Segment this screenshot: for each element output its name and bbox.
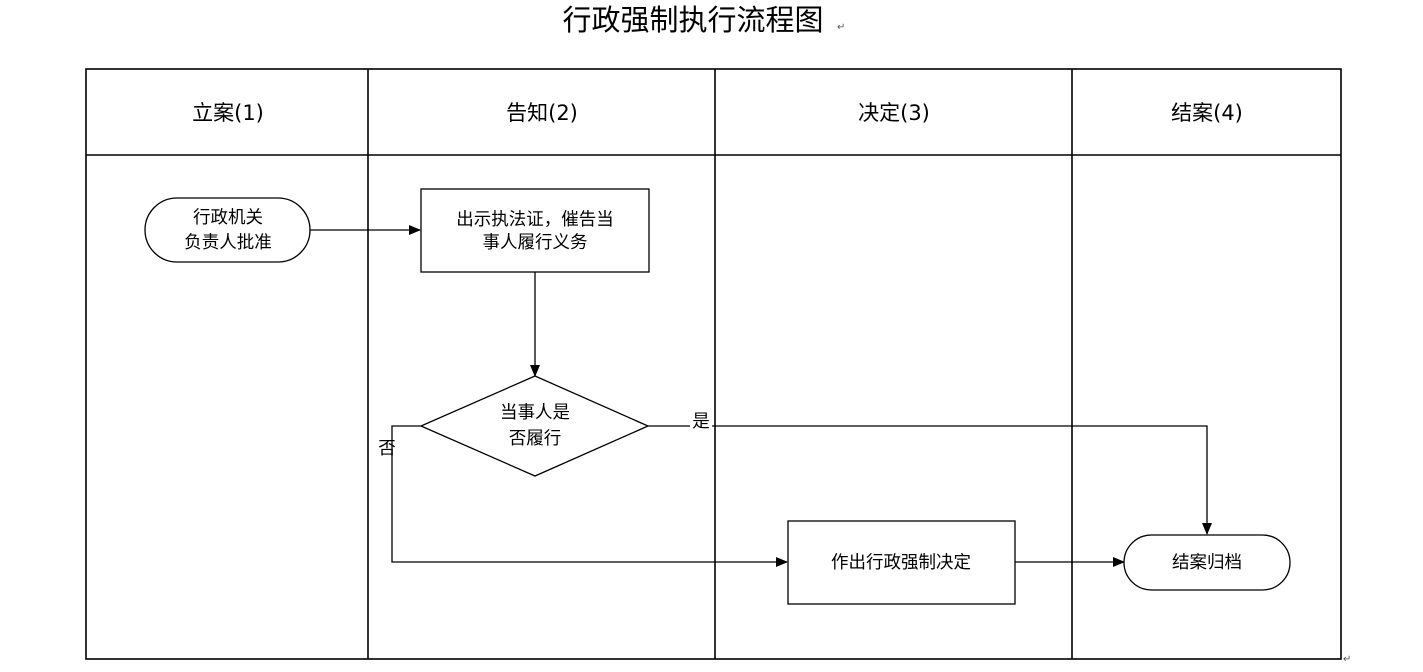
arrow-no-to-make-decision: [391, 425, 788, 567]
lane-header-closure: 结案(4): [1171, 101, 1243, 125]
paragraph-mark-bottom: ↵: [1343, 654, 1351, 665]
node-decision-line-1: 当事人是: [500, 403, 570, 423]
lane-header-decision: 决定(3): [858, 101, 930, 125]
terminator-shape: [1123, 534, 1291, 591]
process-shape: [787, 520, 1016, 605]
node-archive: 结案归档: [1123, 534, 1291, 591]
node-make-decision: 作出行政强制决定: [787, 520, 1016, 605]
node-archive-line-1: 结案归档: [1172, 553, 1242, 573]
node-approve-line-1: 行政机关: [193, 208, 263, 228]
node-notify: 出示执法证，催告当 事人履行义务: [420, 188, 650, 273]
edge-label-no: 否: [378, 439, 396, 459]
node-decision-line-2: 否履行: [509, 429, 562, 449]
edge-label-yes: 是: [692, 412, 710, 432]
node-notify-line-1: 出示执法证，催告当: [456, 210, 614, 230]
terminator-shape: [144, 197, 311, 263]
process-shape: [420, 188, 650, 273]
node-approve-line-2: 负责人批准: [184, 233, 272, 253]
arrow-yes-to-archive: [648, 425, 1212, 535]
connectors: [310, 225, 1212, 567]
node-make-decision-line-1: 作出行政强制决定: [831, 553, 971, 573]
lane-header-notice: 告知(2): [506, 101, 578, 125]
table-border: [85, 68, 1342, 660]
yes-label-bg: [690, 410, 712, 432]
node-notify-line-2: 事人履行义务: [483, 233, 588, 253]
paragraph-mark-title: ↵: [837, 22, 845, 33]
node-decision: 当事人是 否履行: [419, 375, 650, 477]
decision-shape: [419, 375, 650, 477]
page-title: 行政强制执行流程图: [562, 3, 823, 37]
lane-header-filing: 立案(1): [192, 101, 264, 125]
swimlane-table: [85, 68, 1342, 660]
node-approve: 行政机关 负责人批准: [144, 197, 311, 263]
